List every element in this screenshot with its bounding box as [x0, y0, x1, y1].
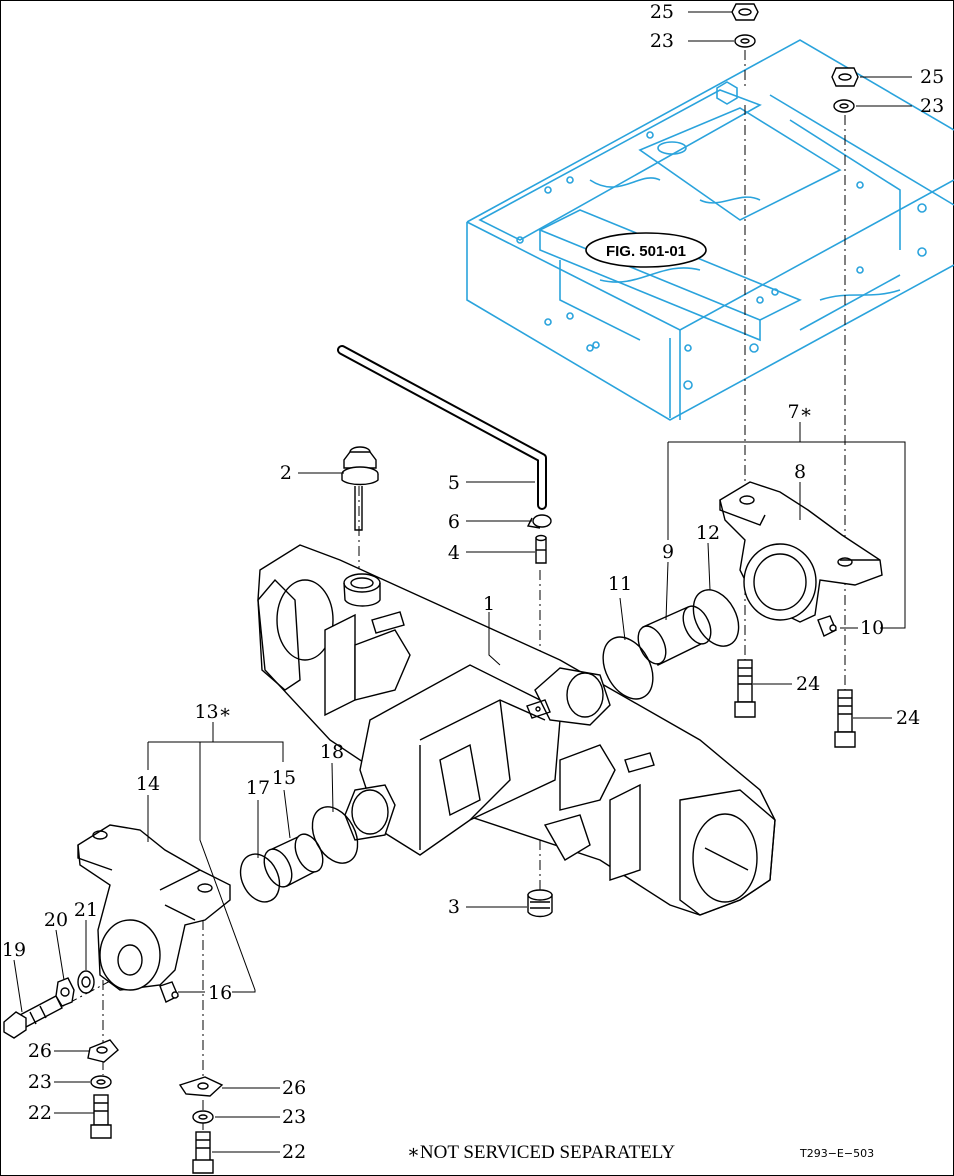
washer-part-23-b[interactable] [833, 99, 855, 113]
callout-7[interactable]: 7∗ [787, 401, 812, 423]
grease-fitting-part-10[interactable] [817, 615, 837, 637]
callout-3[interactable]: 3 [448, 896, 460, 918]
callout-13[interactable]: 13∗ [194, 701, 231, 723]
callout-26-a[interactable]: 26 [28, 1040, 52, 1062]
callout-6[interactable]: 6 [448, 511, 460, 533]
drain-plug-part-3[interactable] [527, 889, 553, 918]
o-ring-part-18[interactable] [303, 799, 366, 871]
callout-9[interactable]: 9 [662, 541, 674, 563]
drawing-code: T293−E−503 [799, 1147, 874, 1160]
callout-8[interactable]: 8 [794, 461, 806, 483]
nut-part-25-b[interactable] [831, 67, 859, 87]
callout-4[interactable]: 4 [448, 542, 460, 564]
callout-25-right[interactable]: 25 [920, 66, 944, 88]
o-ring-part-11[interactable] [593, 629, 663, 708]
callout-12[interactable]: 12 [696, 522, 720, 544]
lock-plate-part-26-b[interactable] [178, 1076, 224, 1097]
filler-plug-part-2[interactable] [341, 446, 379, 531]
callout-23-top[interactable]: 23 [650, 30, 674, 52]
callout-22-a[interactable]: 22 [28, 1102, 52, 1124]
callout-19[interactable]: 19 [2, 939, 26, 961]
grease-fitting-part-16[interactable] [159, 981, 179, 1003]
bracket-assembly-right-part-8[interactable] [719, 481, 883, 623]
callout-20[interactable]: 20 [44, 909, 68, 931]
bushing-part-15[interactable] [259, 830, 329, 891]
bushing-part-9[interactable] [633, 602, 717, 668]
washer-part-23-c[interactable] [90, 1075, 112, 1089]
callout-26-b[interactable]: 26 [282, 1077, 306, 1099]
breather-pipe-part-5[interactable] [337, 345, 547, 510]
figure-reference-badge[interactable] [585, 232, 707, 268]
lock-plate-part-26-a[interactable] [87, 1039, 119, 1063]
o-ring-part-17[interactable] [233, 848, 287, 909]
bolt-part-24-b[interactable] [834, 689, 856, 748]
callout-23-d[interactable]: 23 [282, 1106, 306, 1128]
frame-assembly-outline [466, 39, 954, 421]
callout-16[interactable]: 16 [208, 982, 232, 1004]
washer-part-21[interactable] [77, 970, 95, 994]
callout-11[interactable]: 11 [608, 573, 632, 595]
figure-reference-label: FIG. 501-01 [606, 243, 686, 260]
callout-10[interactable]: 10 [860, 617, 884, 639]
callout-1[interactable]: 1 [483, 593, 495, 615]
callout-25-top[interactable]: 25 [650, 1, 674, 23]
bracket-assembly-left-part-14[interactable] [77, 824, 231, 991]
callout-5[interactable]: 5 [448, 472, 460, 494]
nut-part-20[interactable] [55, 977, 75, 1007]
callout-24-a[interactable]: 24 [796, 673, 820, 695]
nut-part-25-a[interactable] [731, 3, 759, 21]
callout-2[interactable]: 2 [280, 462, 292, 484]
washer-part-23-a[interactable] [734, 34, 756, 48]
bolt-part-22-b[interactable] [192, 1131, 214, 1174]
callout-21[interactable]: 21 [74, 899, 98, 921]
hose-clamp-part-6[interactable] [526, 514, 552, 529]
callout-23-c[interactable]: 23 [28, 1071, 52, 1093]
bolt-part-19[interactable] [3, 995, 63, 1039]
callout-14[interactable]: 14 [136, 773, 160, 795]
callout-15[interactable]: 15 [272, 767, 296, 789]
callout-leader-lines [13, 11, 912, 1153]
callout-22-b[interactable]: 22 [282, 1141, 306, 1163]
footnote-not-serviced: ∗NOT SERVICED SEPARATELY [407, 1142, 675, 1163]
callout-23-right[interactable]: 23 [920, 95, 944, 117]
breather-nipple-part-4[interactable] [535, 534, 547, 564]
callout-17[interactable]: 17 [246, 777, 270, 799]
callout-24-b[interactable]: 24 [896, 707, 920, 729]
callout-18[interactable]: 18 [320, 741, 344, 763]
callout-labels: 25 23 25 23 2 5 6 4 1 11 9 12 7∗ 8 10 24… [2, 1, 944, 1163]
bolt-part-24-a[interactable] [734, 659, 756, 718]
axle-housing-part-1[interactable] [257, 544, 776, 916]
washer-part-23-d[interactable] [192, 1110, 214, 1124]
bolt-part-22-a[interactable] [90, 1094, 112, 1139]
o-ring-part-12[interactable] [684, 582, 747, 654]
